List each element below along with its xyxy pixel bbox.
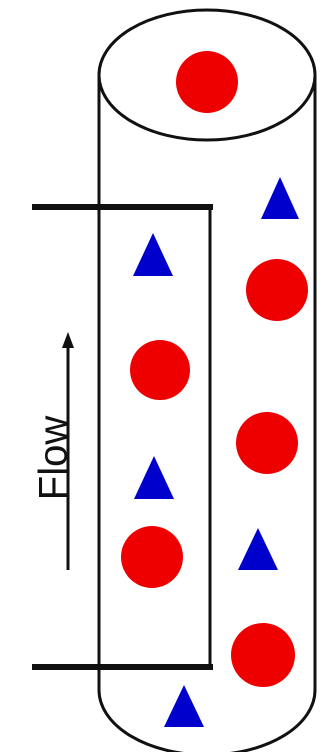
cylinder-bottom-arc [97, 689, 317, 752]
flow-label: Flow [32, 416, 76, 501]
sample-window [32, 204, 213, 670]
blue-triangle-particle [261, 177, 299, 219]
red-circle-particle [246, 259, 308, 321]
blue-triangle-particle [238, 528, 278, 570]
blue-triangle-particle [133, 233, 173, 276]
flow-arrow [62, 332, 74, 570]
particles [121, 51, 308, 727]
blue-triangle-particle [164, 685, 204, 727]
flow-arrow-head [62, 332, 74, 348]
red-circle-particle [236, 412, 298, 474]
red-circle-particle [231, 623, 295, 687]
red-circle-particle [130, 340, 190, 400]
blue-triangle-particle [134, 456, 174, 499]
red-circle-particle [121, 526, 183, 588]
red-circle-particle [176, 51, 238, 113]
